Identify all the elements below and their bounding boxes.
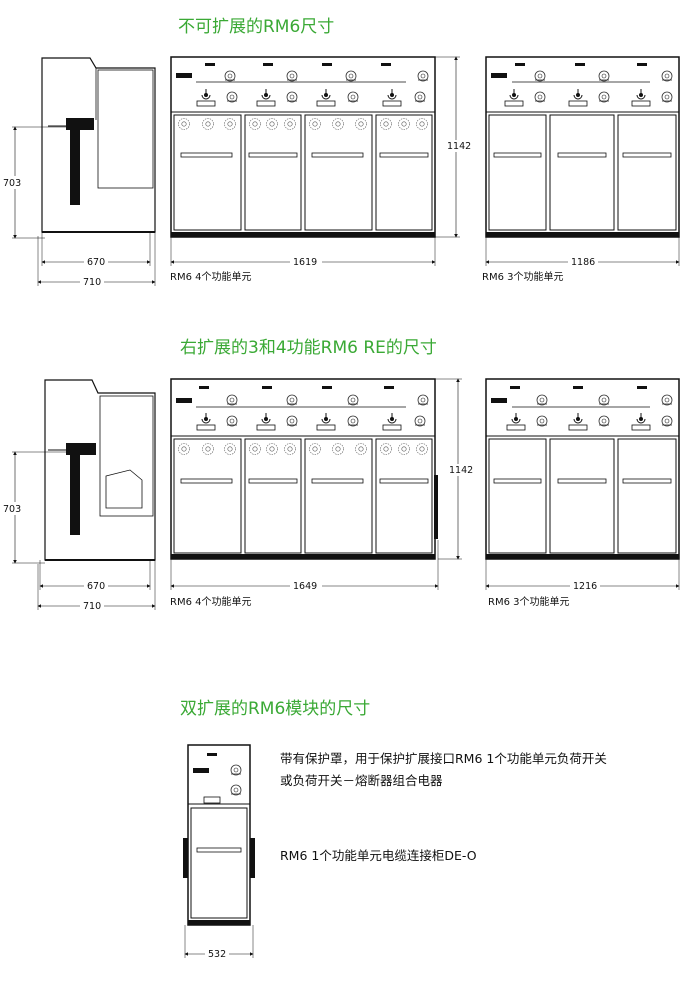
- caption-s1-4units: RM6 4个功能单元: [170, 272, 252, 283]
- s1-front-4units: [170, 56, 460, 266]
- s3-double-extension-module: [183, 744, 255, 958]
- caption-s2-3units: RM6 3个功能单元: [488, 597, 570, 608]
- note-line-2: 或负荷开关－熔断器组合电器: [280, 773, 443, 788]
- s1-dim-height-front: 1142: [447, 141, 471, 152]
- s1-dim-width-3: 1186: [571, 257, 595, 268]
- note-line-1: 带有保护罩，用于保护扩展接口RM6 1个功能单元负荷开关: [280, 751, 607, 766]
- s1-dim-710: 710: [83, 277, 101, 288]
- note-protection-cover: 带有保护罩，用于保护扩展接口RM6 1个功能单元负荷开关 或负荷开关－熔断器组合…: [280, 748, 607, 792]
- s3-dim-width: 532: [208, 949, 226, 960]
- s2-dim-width-4: 1649: [293, 581, 317, 592]
- s2-dim-width-3: 1216: [573, 581, 597, 592]
- s1-side-view: [12, 57, 156, 286]
- caption-s2-4units: RM6 4个功能单元: [170, 597, 252, 608]
- s2-dim-height-front: 1142: [449, 465, 473, 476]
- s1-dim-width-4: 1619: [293, 257, 317, 268]
- s2-dim-height: 703: [3, 504, 21, 515]
- note-cable-cabinet: RM6 1个功能单元电缆连接柜DE-O: [280, 848, 477, 863]
- s2-side-view: [12, 379, 156, 610]
- s2-dim-670: 670: [87, 581, 105, 592]
- s2-front-3units: [485, 378, 680, 590]
- s1-dim-670: 670: [87, 257, 105, 268]
- s2-dim-710: 710: [83, 601, 101, 612]
- s1-dim-height: 703: [3, 178, 21, 189]
- section3-title: 双扩展的RM6模块的尺寸: [180, 699, 371, 719]
- s1-front-3units: [485, 56, 680, 266]
- section1-title: 不可扩展的RM6尺寸: [178, 17, 335, 37]
- caption-s1-3units: RM6 3个功能单元: [482, 272, 564, 283]
- s2-front-4units: [170, 378, 462, 590]
- section2-title: 右扩展的3和4功能RM6 RE的尺寸: [180, 338, 437, 358]
